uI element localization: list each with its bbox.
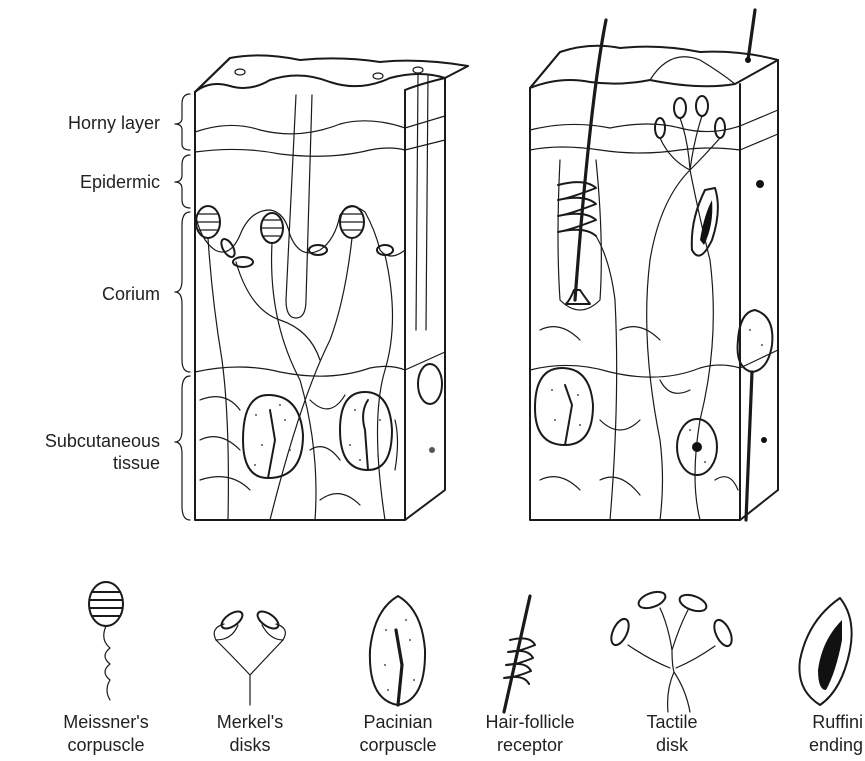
label-subcutaneous-line1: Subcutaneous (0, 430, 160, 452)
meissner-corpuscle-icon (89, 582, 123, 700)
left-skin-block (195, 55, 468, 520)
label-line2: disk (597, 734, 747, 757)
label-corium: Corium (20, 283, 160, 305)
label-horny-layer: Horny layer (20, 112, 160, 134)
label-line1: Pacinian (323, 711, 473, 734)
label-line2: corpuscle (31, 734, 181, 757)
label-ruffini-ending: Ruffini ending (763, 711, 863, 757)
label-line1: Tactile (597, 711, 747, 734)
layer-braces (175, 94, 190, 520)
label-meissner-corpuscle: Meissner's corpuscle (31, 711, 181, 757)
label-pacinian-corpuscle: Pacinian corpuscle (323, 711, 473, 757)
label-subcutaneous-line2: tissue (0, 452, 160, 474)
tactile-disk-icon (608, 589, 736, 712)
label-tactile-disk: Tactile disk (597, 711, 747, 757)
label-line2: disks (175, 734, 325, 757)
label-line2: corpuscle (323, 734, 473, 757)
label-line1: Ruffini (763, 711, 863, 734)
pacinian-corpuscle-icon (370, 596, 425, 705)
merkel-disks-icon (214, 608, 285, 705)
label-merkel-disks: Merkel's disks (175, 711, 325, 757)
ruffini-ending-icon (799, 598, 851, 705)
label-subcutaneous-tissue: Subcutaneous tissue (0, 430, 160, 474)
meissner-corpuscle-left (196, 206, 364, 243)
label-line2: ending (763, 734, 863, 757)
tactile-disk-right (647, 96, 725, 520)
label-line1: Merkel's (175, 711, 325, 734)
label-hair-follicle-receptor: Hair-follicle receptor (455, 711, 605, 757)
hair-follicle-receptor-icon (504, 596, 535, 712)
right-skin-block (530, 10, 778, 520)
label-line2: receptor (455, 734, 605, 757)
label-line1: Hair-follicle (455, 711, 605, 734)
label-epidermic: Epidermic (20, 171, 160, 193)
label-line1: Meissner's (31, 711, 181, 734)
